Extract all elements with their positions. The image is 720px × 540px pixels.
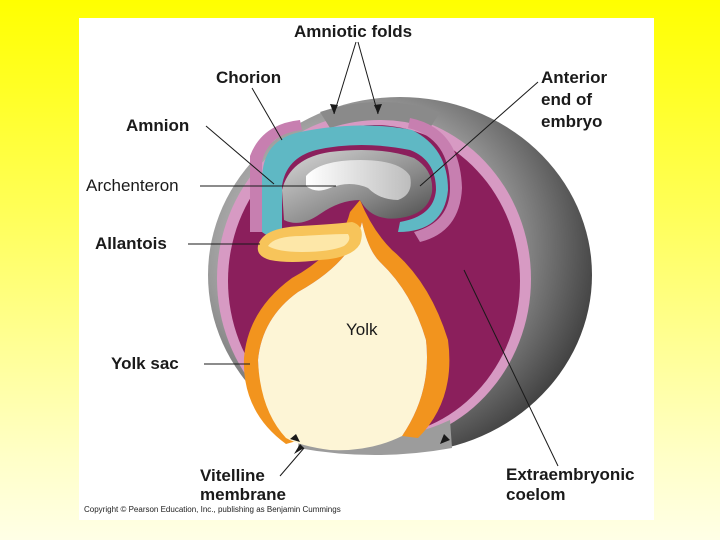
amnion-rim-right (408, 118, 462, 242)
label-amniotic-folds: Amniotic folds (294, 22, 413, 41)
arrowheads (290, 104, 450, 454)
label-vitelline-line1: Vitelline (200, 466, 265, 485)
archenteron (306, 160, 411, 200)
label-amnion: Amnion (126, 116, 190, 135)
amnion-rim-left (250, 120, 302, 232)
label-allantois: Allantois (95, 234, 167, 253)
label-yolk: Yolk (346, 320, 378, 339)
amnion-layer (262, 125, 448, 236)
label-yolk-sac: Yolk sac (111, 354, 179, 373)
yolk-sac (243, 200, 450, 444)
label-chorion: Chorion (216, 68, 282, 87)
label-anterior-line2: end of (541, 90, 592, 109)
label-archenteron: Archenteron (86, 176, 179, 195)
label-anterior-line1: Anterior (541, 68, 608, 87)
yolk (258, 222, 427, 451)
label-extraembryonic-line1: Extraembryonic (506, 465, 635, 484)
allantois-inner (268, 234, 350, 252)
leader-lines (188, 41, 559, 477)
label-extraembryonic-line2: coelom (506, 485, 566, 504)
copyright-notice: Copyright © Pearson Education, Inc., pub… (84, 505, 341, 514)
label-vitelline-line2: membrane (200, 485, 286, 504)
label-anterior-line3: embryo (541, 112, 603, 131)
